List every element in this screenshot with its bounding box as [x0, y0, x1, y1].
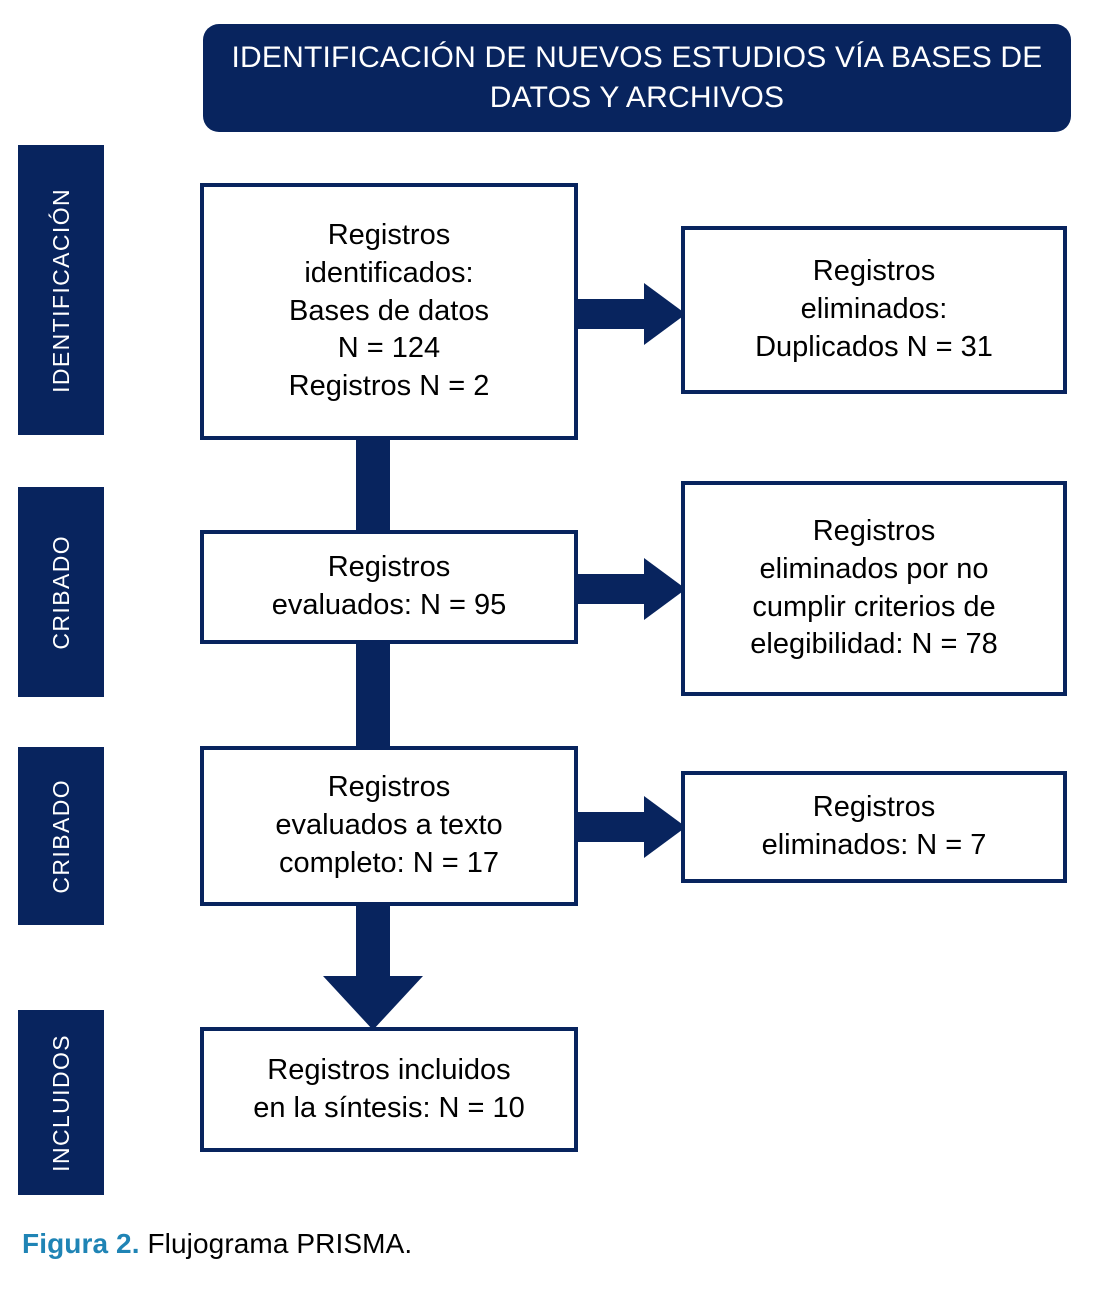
arrow-head-right-icon [644, 558, 686, 620]
box-records-screened: Registros evaluados: N = 95 [200, 530, 578, 644]
box-text: Registros eliminados: N = 7 [761, 791, 987, 861]
arrow-head-down-icon [323, 976, 423, 1030]
stage-label-text: INCLUIDOS [47, 1033, 74, 1172]
diagram-header-banner: IDENTIFICACIÓN DE NUEVOS ESTUDIOS VÍA BA… [203, 24, 1071, 132]
box-fulltext-assessed: Registros evaluados a texto completo: N … [200, 746, 578, 906]
connector-screened-to-fulltext [356, 640, 390, 750]
arrow-to-excluded-fulltext [574, 796, 686, 858]
box-text: Registros incluidos en la síntesis: N = … [253, 1053, 525, 1124]
box-text: Registros eliminados por no cumplir crit… [750, 515, 998, 661]
arrow-shaft [574, 574, 648, 604]
arrow-to-duplicates-removed [574, 283, 686, 345]
stage-label-text: IDENTIFICACIÓN [47, 187, 74, 393]
box-text: Registros identificados: Bases de datos … [288, 219, 490, 403]
arrow-head-right-icon [644, 283, 686, 345]
stage-label-text: CRIBADO [47, 534, 74, 650]
arrow-to-included [323, 902, 423, 1030]
figure-caption-text: Flujograma PRISMA. [139, 1228, 413, 1259]
arrow-head-right-icon [644, 796, 686, 858]
stage-label-text: CRIBADO [47, 778, 74, 894]
stage-label-incluidos: INCLUIDOS [18, 1010, 104, 1195]
arrow-shaft [356, 902, 390, 980]
arrow-to-excluded-eligibility [574, 558, 686, 620]
arrow-shaft [574, 299, 648, 329]
box-records-excluded-eligibility: Registros eliminados por no cumplir crit… [681, 481, 1067, 696]
arrow-shaft [574, 812, 648, 842]
figure-caption-label: Figura 2. [22, 1228, 140, 1259]
box-records-included: Registros incluidos en la síntesis: N = … [200, 1027, 578, 1152]
stage-label-cribado-1: CRIBADO [18, 487, 104, 697]
connector-identified-to-screened [356, 436, 390, 534]
box-text: Registros evaluados: N = 95 [271, 551, 507, 621]
box-duplicates-removed: Registros eliminados: Duplicados N = 31 [681, 226, 1067, 394]
box-records-identified: Registros identificados: Bases de datos … [200, 183, 578, 440]
figure-caption: Figura 2. Flujograma PRISMA. [22, 1228, 412, 1260]
box-text: Registros evaluados a texto completo: N … [275, 771, 503, 879]
stage-label-cribado-2: CRIBADO [18, 747, 104, 925]
box-fulltext-excluded: Registros eliminados: N = 7 [681, 771, 1067, 883]
stage-label-identificacion: IDENTIFICACIÓN [18, 145, 104, 435]
box-text: Registros eliminados: Duplicados N = 31 [755, 255, 993, 363]
